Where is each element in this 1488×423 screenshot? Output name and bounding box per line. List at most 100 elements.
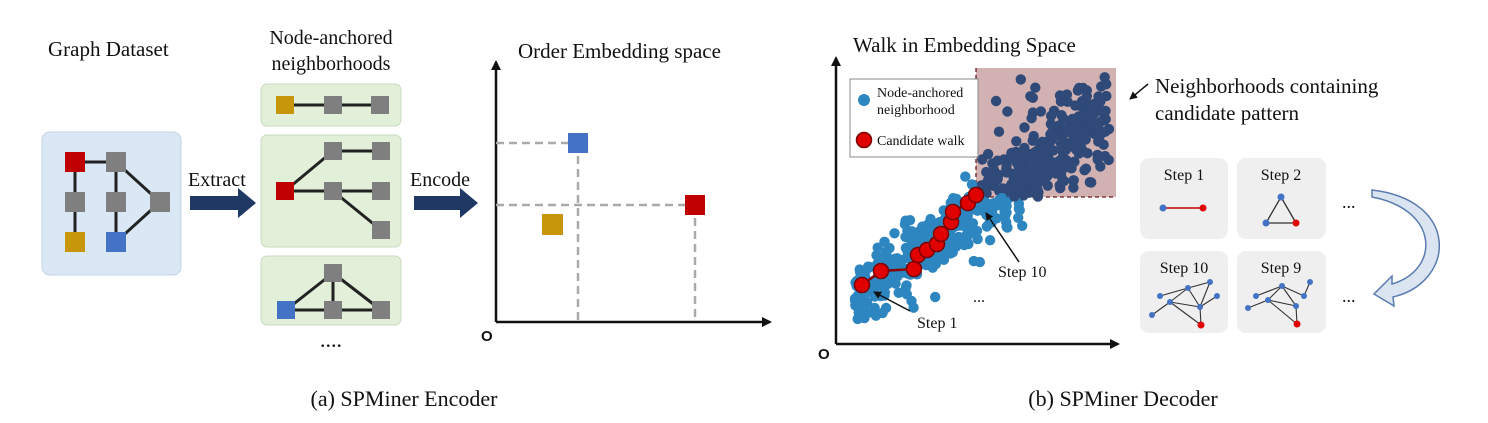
region-label-line2: candidate pattern — [1155, 101, 1300, 125]
scatter-point — [1041, 142, 1053, 153]
scatter-point — [1078, 110, 1089, 121]
walk-ellipsis: ... — [973, 289, 985, 306]
scatter-point — [1042, 180, 1053, 191]
scatter-point — [957, 218, 968, 229]
step1-annotation: Step 1 — [917, 315, 957, 332]
gray-node — [324, 142, 342, 160]
scatter-point — [993, 126, 1005, 137]
gray-node — [106, 192, 126, 212]
scatter-point — [904, 215, 916, 226]
scatter-point — [1060, 160, 1071, 172]
scatter-point — [1100, 105, 1111, 117]
scatter-point — [1090, 98, 1102, 109]
gold-node — [276, 96, 294, 114]
scatter-point — [1039, 151, 1051, 163]
scatter-point — [1001, 207, 1012, 218]
scatter-point — [1048, 105, 1060, 117]
red-node-embedding — [685, 195, 705, 215]
scatter-point — [1071, 143, 1082, 155]
legend: Node-anchored neighborhood Candidate wal… — [849, 78, 979, 158]
scatter-point — [1027, 156, 1039, 167]
scatter-point — [960, 209, 972, 220]
scatter-point — [1017, 175, 1028, 186]
scatter-point — [992, 173, 1003, 185]
scatter-point — [972, 233, 983, 245]
scatter-point — [1082, 148, 1093, 159]
legend-neighborhood-line2: neighborhood — [877, 103, 955, 118]
legend-candidate: Candidate walk — [877, 134, 964, 149]
scatter-point — [927, 262, 938, 273]
gold-node — [65, 232, 85, 252]
scatter-point — [1001, 167, 1012, 178]
scatter-point — [990, 95, 1002, 107]
step-panel-10: Step 10 — [1140, 251, 1228, 333]
scatter-point — [1095, 161, 1106, 172]
panel-label-step1: Step 1 — [1164, 167, 1204, 184]
scatter-point — [870, 310, 882, 321]
scatter-point — [1015, 74, 1026, 85]
scatter-point — [987, 158, 998, 169]
scatter-point — [996, 192, 1008, 204]
scatter-point — [849, 295, 861, 306]
region-label-line1: Neighborhoods containing — [1155, 74, 1379, 98]
step-panel-9: Step 9 — [1237, 251, 1326, 333]
step-panel-2: Step 2 — [1237, 158, 1326, 239]
neighborhood-panel-1 — [260, 83, 402, 127]
scatter-point — [879, 236, 890, 247]
scatter-point — [1027, 92, 1039, 104]
walk-step-point — [905, 260, 923, 278]
scatter-point — [906, 295, 917, 307]
walk-step-point — [932, 225, 950, 243]
scatter-point — [881, 250, 892, 261]
scatter-point — [925, 213, 936, 225]
encoder-caption: (a) SPMiner Encoder — [311, 386, 499, 411]
neighborhoods-label-line2: neighborhoods — [272, 53, 391, 75]
scatter-point — [890, 253, 901, 264]
gray-node — [150, 192, 170, 212]
walk-step-point — [872, 262, 890, 280]
neighborhoods-label-line1: Node-anchored — [269, 27, 392, 49]
gray-node — [372, 182, 390, 200]
curved-arrow — [1371, 189, 1440, 308]
scatter-point — [1030, 82, 1041, 93]
scatter-point — [1101, 90, 1112, 102]
gray-node — [371, 96, 389, 114]
gray-node — [372, 301, 390, 319]
scatter-point — [977, 154, 988, 165]
scatter-point — [1001, 221, 1012, 232]
more-neighborhoods: .... — [320, 327, 342, 352]
scatter-point — [1035, 106, 1047, 117]
gold-node-embedding — [542, 214, 563, 235]
scatter-point — [967, 218, 979, 229]
graph-dataset-label: Graph Dataset — [48, 37, 169, 61]
embedding-space-title: Order Embedding space — [518, 39, 721, 63]
walk-step-point — [967, 186, 985, 204]
legend-neighborhood-line1: Node-anchored — [877, 86, 963, 101]
extract-arrow — [190, 188, 256, 218]
scatter-point — [998, 154, 1010, 165]
extract-label: Extract — [188, 169, 246, 191]
scatter-point — [862, 261, 874, 272]
gray-node — [324, 301, 342, 319]
scatter-point — [893, 287, 904, 298]
scatter-point — [1096, 81, 1107, 92]
scatter-point — [917, 221, 928, 232]
scatter-point — [1073, 134, 1084, 145]
neighborhood-panel-2 — [260, 134, 402, 248]
scatter-point — [960, 171, 971, 182]
scatter-point — [905, 234, 916, 245]
panel-label-step2: Step 2 — [1261, 167, 1301, 184]
scatter-point — [1002, 106, 1013, 117]
scatter-point — [1010, 146, 1022, 158]
gray-node — [65, 192, 85, 212]
walk-step-point — [853, 276, 871, 294]
order-embedding-plot — [491, 60, 772, 327]
scatter-point — [1091, 127, 1102, 138]
scatter-point — [984, 235, 996, 246]
scatter-point — [1061, 89, 1073, 100]
scatter-point — [1068, 175, 1079, 186]
panel-label-step9: Step 9 — [1261, 260, 1301, 277]
scatter-point — [963, 238, 974, 250]
scatter-point — [1099, 72, 1110, 83]
scatter-point — [930, 291, 941, 303]
